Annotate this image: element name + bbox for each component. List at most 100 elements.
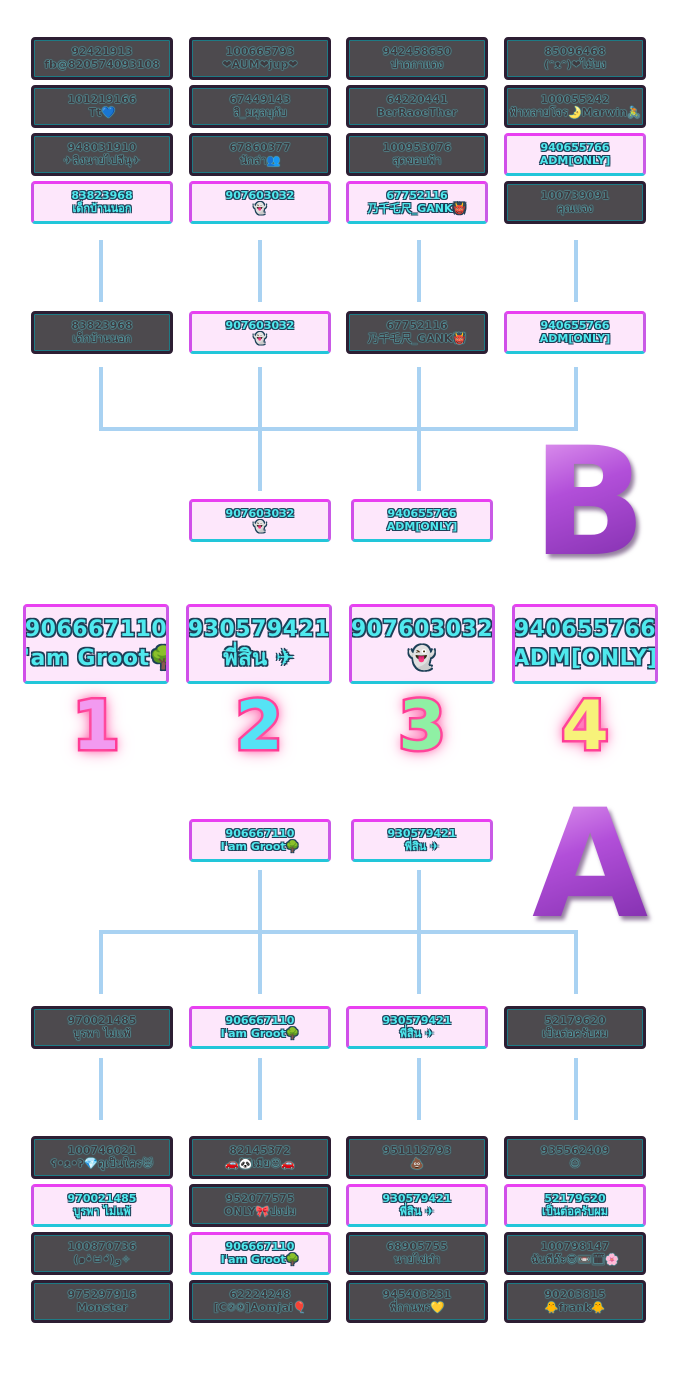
player-name: บูรพา ไม่แพ้	[73, 1026, 131, 1040]
player-name: ADM[ONLY]	[539, 331, 611, 345]
player-name: คุณแจง	[556, 201, 594, 215]
player-card: 100870736(๑•̀ㅂ•́)و✧	[31, 1232, 173, 1275]
player-name: Tt💙	[88, 105, 116, 119]
player-id: 67860377	[229, 140, 291, 154]
player-id: 52179620	[544, 1191, 606, 1205]
bracket-connector	[258, 240, 262, 302]
player-id: 100870736	[67, 1239, 137, 1253]
player-name: พี่สิน ✈	[404, 839, 440, 853]
player-name: 😐	[569, 1156, 581, 1170]
player-id: 100665793	[225, 44, 295, 58]
player-name: 👻	[253, 519, 267, 533]
player-name: เด็กบ้านนอก	[72, 201, 132, 215]
player-name: ❤AUM❤jup❤	[222, 57, 298, 71]
player-card: 907603032👻	[189, 499, 331, 542]
player-id: 83823968	[71, 318, 133, 332]
player-id: 907603032	[225, 506, 295, 520]
player-name: 乃千乇尺_GANK👹	[367, 201, 467, 215]
player-id: 940655766	[513, 616, 657, 642]
player-name: I'am Groot🌳	[220, 839, 300, 853]
player-name: พี่สิน ✈	[223, 646, 295, 671]
player-id: 940655766	[387, 506, 457, 520]
player-name: พี่สิน ✈	[399, 1204, 435, 1218]
player-name: ONLY🎀ปงปม	[223, 1204, 297, 1218]
player-name: เป็นต่อครับผม	[542, 1204, 608, 1218]
player-id: 930579421	[382, 1191, 452, 1205]
player-name: ʕ•ᴥ•ʔ💎ดูเป็นใคร😺	[50, 1156, 154, 1170]
player-id: 945403231	[382, 1287, 452, 1301]
player-name: [C②⑨]Aomjai🎈	[213, 1300, 307, 1314]
bracket-connector	[574, 930, 578, 994]
player-id: 940655766	[540, 318, 610, 332]
player-card: 82145372🚗🐼เมีย😍🚗	[189, 1136, 331, 1179]
player-id: 100739091	[540, 188, 610, 202]
player-id: 906667110	[24, 616, 168, 642]
player-id: 951112793	[382, 1143, 452, 1157]
bracket-connector	[574, 367, 578, 431]
rank-4-number: 4	[559, 687, 611, 766]
player-id: 100055242	[540, 92, 610, 106]
player-id: 930579421	[382, 1013, 452, 1027]
bracket-connector	[99, 1058, 103, 1120]
player-name: (ᵔᴥᵔ)❤ไม้บง	[544, 57, 606, 71]
player-id: 90203815	[544, 1287, 606, 1301]
player-name: พี่สิน ✈	[399, 1026, 435, 1040]
player-card: 100665793❤AUM❤jup❤	[189, 37, 331, 80]
player-id: 52179620	[544, 1013, 606, 1027]
player-name: 💩	[410, 1156, 424, 1170]
bracket-connector	[99, 427, 578, 431]
player-id: 930579421	[187, 616, 331, 642]
player-name: สุดขอบฟ้า	[392, 153, 442, 167]
player-id: 952077575	[225, 1191, 295, 1205]
bracket-connector	[417, 1058, 421, 1120]
player-id: 68905755	[386, 1239, 448, 1253]
group-a-letter: A	[532, 778, 649, 952]
player-id: 906667110	[225, 1239, 295, 1253]
player-name: fb@820574093108	[44, 57, 160, 71]
bracket-connector	[574, 1058, 578, 1120]
player-name: นายไข่ดำ	[393, 1252, 441, 1266]
player-name: 乃千乇尺_GANK👹	[367, 331, 467, 345]
player-id: 970021485	[67, 1191, 137, 1205]
player-name: เป็นต่อครับผม	[542, 1026, 608, 1040]
rank-2-number: 2	[233, 687, 285, 766]
player-id: 67752116	[386, 318, 448, 332]
player-name: ฟ้าทลายโจร🌛Marwin🚴	[509, 105, 641, 119]
player-name: บูรพา ไม่แพ้	[73, 1204, 131, 1218]
player-id: 935562409	[540, 1143, 610, 1157]
player-name: 👻	[253, 331, 267, 345]
player-name: ADM[ONLY]	[386, 519, 458, 533]
player-id: 970021485	[67, 1013, 137, 1027]
player-id: 92421913	[71, 44, 133, 58]
player-id: 940655766	[540, 140, 610, 154]
final-card-3: 907603032👻	[349, 604, 495, 684]
player-id: 67449143	[229, 92, 291, 106]
player-id: 907603032	[225, 318, 295, 332]
bracket-connector	[99, 367, 103, 431]
player-name: ปาดกาแดง	[390, 57, 444, 71]
player-id: 906667110	[225, 826, 295, 840]
player-name: I'am Groot🌳	[220, 1026, 300, 1040]
player-name: พี่กานพร💛	[389, 1300, 445, 1314]
player-name: 👻	[408, 646, 436, 671]
